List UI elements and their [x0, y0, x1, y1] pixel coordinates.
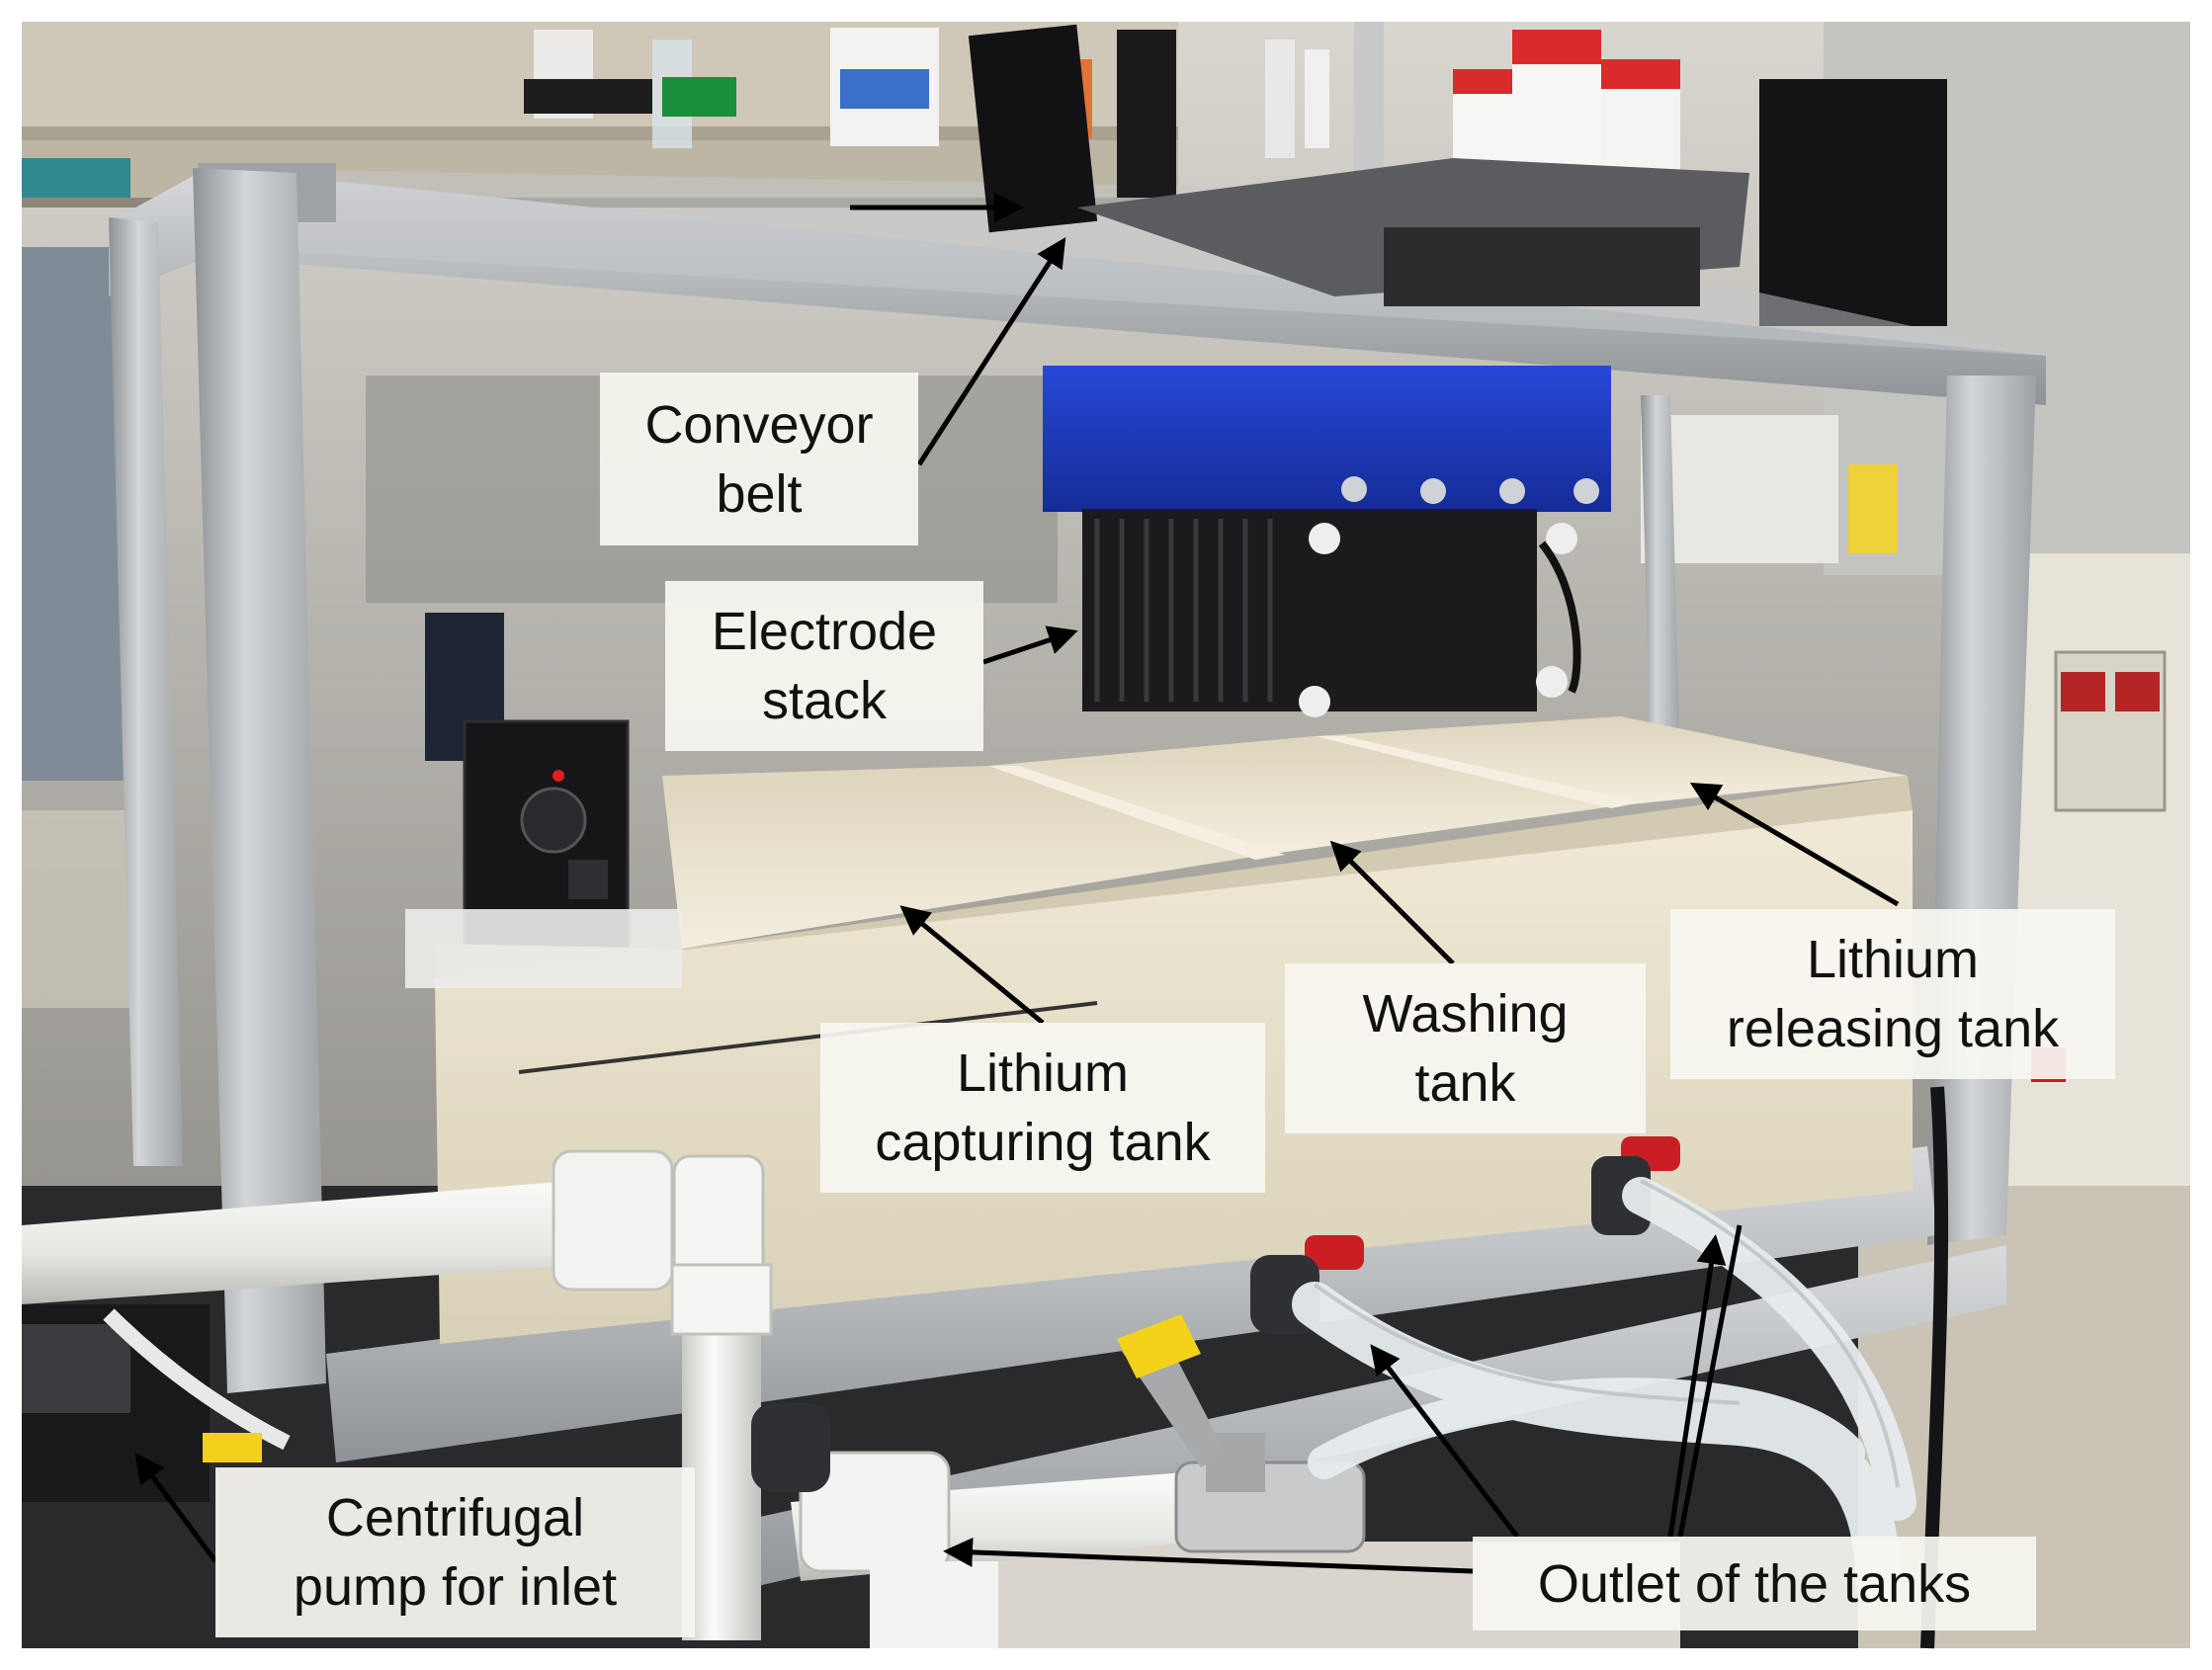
label-pump-line1: Centrifugal [325, 1488, 585, 1547]
centrifugal-pump [22, 1304, 291, 1502]
label-electrode-stack-line2: stack [761, 671, 888, 730]
arrow-outlet-right-2-shaft [1677, 1224, 1743, 1538]
arrow-outlet-middle [1370, 1344, 1519, 1539]
label-electrode-stack-line1: Electrode [711, 602, 938, 661]
electrode-blue-housing [1043, 366, 1611, 512]
electrode-stack-assembly [1043, 366, 1611, 717]
arrow-outlet-left [943, 1537, 1474, 1574]
label-centrifugal-pump: Centrifugal pump for inlet [215, 1467, 695, 1637]
arrow-releasing-tank [1689, 782, 1900, 907]
label-lithium-releasing-tank: Lithium releasing tank [1670, 909, 2115, 1079]
label-electrode-stack: Electrode stack [665, 581, 983, 751]
monitor [1759, 79, 1947, 326]
label-outlet-of-tanks: Outlet of the tanks [1473, 1537, 2036, 1630]
arrow-washing-tank [1329, 840, 1455, 965]
ball-valve [1117, 1314, 1265, 1492]
label-capturing-line1: Lithium [956, 1044, 1130, 1103]
arrow-electrode-stack [982, 626, 1078, 665]
label-washing-line1: Washing [1362, 984, 1569, 1044]
capturing-tank-inside [662, 766, 1265, 949]
label-washing-line2: tank [1414, 1053, 1516, 1113]
label-conveyor-belt: Conveyor belt [600, 373, 918, 545]
arrow-pump [134, 1453, 218, 1563]
label-releasing-line1: Lithium [1806, 930, 1980, 989]
photo-area [22, 22, 2190, 1649]
label-washing-tank: Washing tank [1285, 963, 1646, 1133]
control-box [2006, 553, 2190, 1186]
label-outlet-line1: Outlet of the tanks [1537, 1553, 1972, 1614]
label-capturing-line2: capturing tank [875, 1113, 1211, 1172]
label-conveyor-belt-line1: Conveyor [644, 394, 874, 455]
outlet-red-valves [751, 1136, 1680, 1492]
label-conveyor-belt-line2: belt [716, 463, 803, 524]
arrow-capturing-tank [899, 905, 1045, 1025]
label-releasing-line2: releasing tank [1726, 999, 2060, 1058]
annotation-arrows [134, 193, 1900, 1574]
label-lithium-capturing-tank: Lithium capturing tank [820, 1023, 1265, 1193]
washing-tank-inside [988, 736, 1621, 855]
reagent-bottles [22, 22, 1680, 198]
arrow-conveyor-belt [916, 236, 1066, 466]
label-pump-line2: pump for inlet [293, 1557, 618, 1617]
arrow-outlet-right-1 [1667, 1234, 1727, 1538]
releasing-tank-inside [1315, 716, 1908, 805]
conveyor-belt-assembly [968, 24, 1749, 405]
